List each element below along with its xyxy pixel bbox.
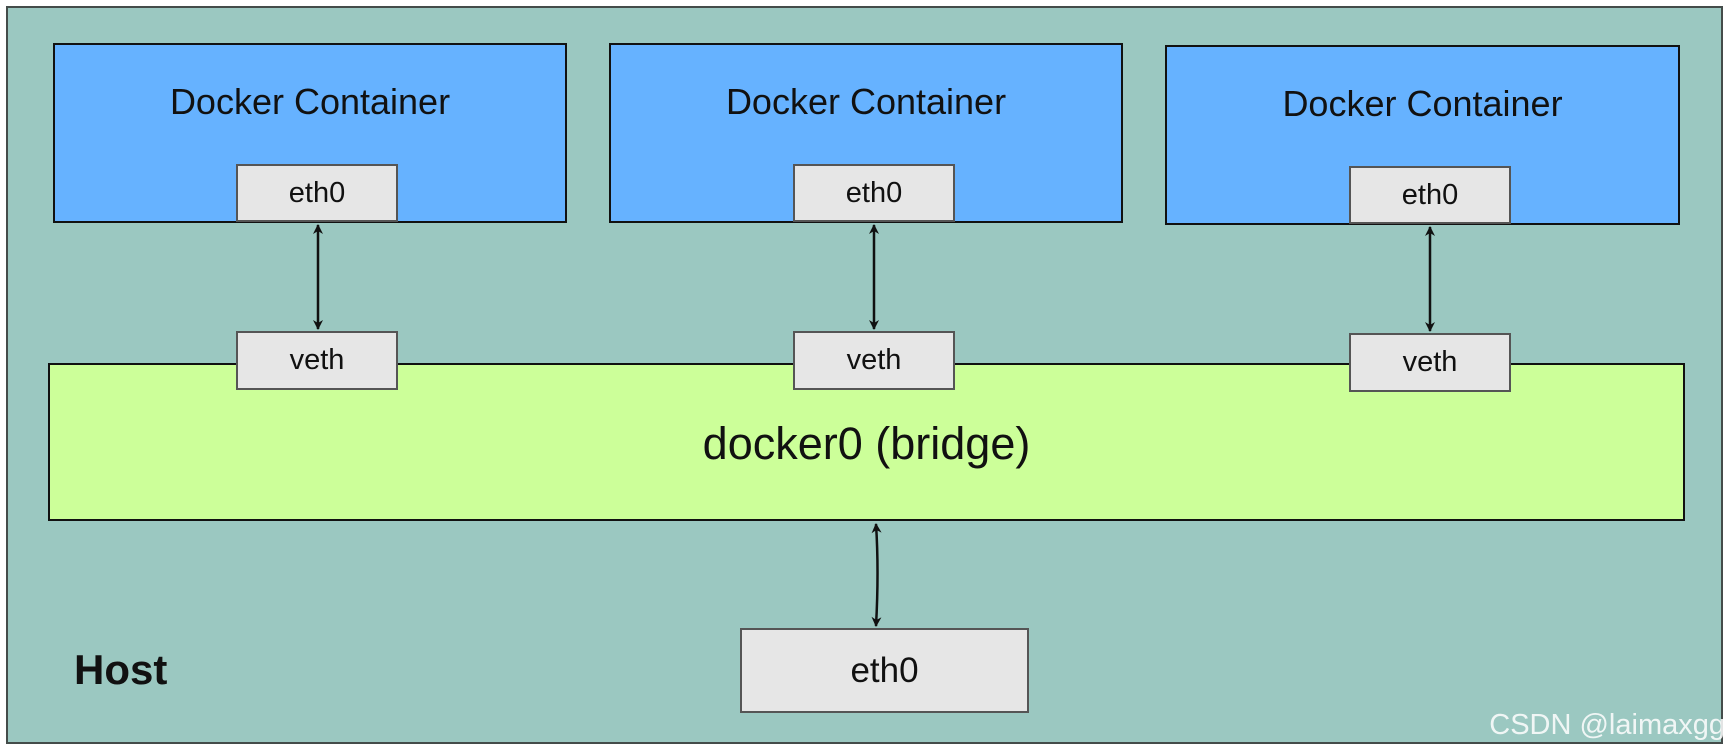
arrow-bridge-host-eth0: [871, 523, 882, 627]
docker-container-2: Docker Container: [609, 43, 1123, 223]
container-title: Docker Container: [169, 81, 451, 122]
bridge-label: docker0 (bridge): [702, 418, 1031, 469]
watermark: CSDN @laimaxgg: [1489, 709, 1725, 741]
host-eth0: eth0: [740, 628, 1029, 713]
container-eth0-1: eth0: [236, 164, 398, 222]
veth-3: veth: [1349, 333, 1511, 392]
container-title: Docker Container: [1282, 83, 1563, 124]
container-eth0-3: eth0: [1349, 166, 1511, 224]
container-eth0-2: eth0: [793, 164, 955, 222]
veth-2: veth: [793, 331, 955, 390]
host-label: Host: [74, 646, 168, 693]
container-title: Docker Container: [725, 81, 1007, 122]
veth-1: veth: [236, 331, 398, 390]
